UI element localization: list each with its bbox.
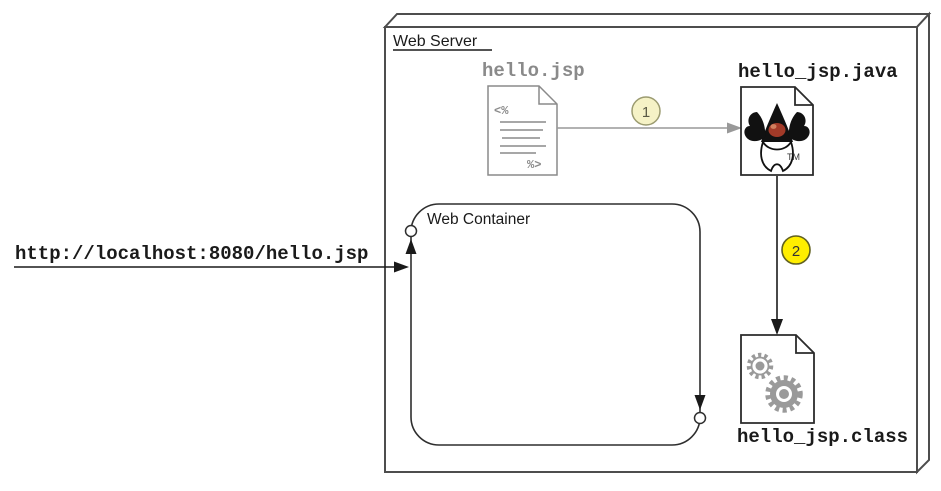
large-gear-teeth	[765, 375, 803, 413]
step-1-badge: 1	[631, 96, 661, 126]
step-1-circle	[631, 96, 661, 126]
duke-left-wing	[744, 112, 766, 142]
request-url-label: http://localhost:8080/hello.jsp	[15, 243, 368, 265]
duke-right-wing	[788, 112, 810, 142]
jsp-close-tag: %>	[527, 158, 541, 172]
java-trademark: TM	[787, 152, 800, 162]
gears-icon	[746, 352, 803, 413]
web-container-title: Web Container	[427, 211, 530, 228]
step-1-number: 1	[642, 104, 650, 121]
java-document-fold	[794, 87, 813, 106]
web-server-title: Web Server	[393, 33, 478, 50]
compile-arrow-head	[771, 319, 783, 335]
compile-arrow	[771, 176, 783, 335]
class-document-fold	[795, 335, 814, 354]
duke-body	[760, 139, 794, 173]
large-gear-hub	[779, 389, 789, 399]
container-end-port	[693, 411, 707, 425]
jsp-document-fold	[538, 86, 557, 105]
container-exit-arrow-head	[694, 395, 706, 410]
translate-arrow	[557, 122, 742, 134]
jsp-open-tag: <%	[494, 104, 509, 118]
duke-nose	[768, 123, 786, 137]
web-server-right-face	[916, 11, 930, 475]
java-duke-icon	[744, 103, 810, 173]
request-arrow-head	[394, 261, 409, 273]
web-server-front-face	[384, 26, 918, 473]
java-file-label: hello_jsp.java	[738, 61, 898, 83]
web-container-boundary	[410, 203, 701, 446]
jsp-document-icon	[487, 85, 558, 176]
duke-nose-highlight	[770, 124, 777, 129]
step-2-circle	[781, 235, 811, 265]
container-start-port	[404, 224, 418, 238]
request-arrow	[14, 261, 409, 273]
step-2-number: 2	[792, 243, 800, 260]
small-gear-hub	[755, 361, 765, 371]
small-gear-teeth	[746, 352, 774, 380]
container-entry-arrow-head	[405, 239, 417, 254]
web-server-top-face	[382, 13, 932, 28]
jsp-file-label: hello.jsp	[482, 60, 585, 82]
translate-arrow-head	[727, 122, 742, 134]
class-file-label: hello_jsp.class	[737, 426, 908, 448]
step-2-badge: 2	[781, 235, 811, 265]
